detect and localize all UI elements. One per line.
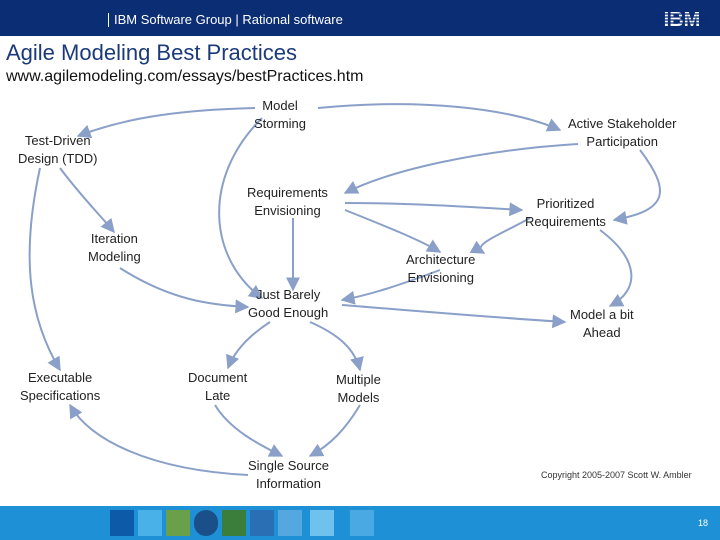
- arrow-storming-to-stakeholder: [318, 104, 560, 130]
- footer-image-tile: [222, 510, 246, 536]
- footer-image-tile: [194, 510, 218, 536]
- footer-image-tile: [138, 510, 162, 536]
- arrow-document-to-singlesource: [215, 405, 282, 456]
- arrow-stakeholder-to-requirements: [345, 144, 578, 193]
- arrow-iteration-to-justbarely: [120, 268, 248, 307]
- arrow-multiple-to-singlesource: [310, 405, 360, 456]
- footer-image-tile: [310, 510, 334, 536]
- arrow-justbarely-to-multiple: [310, 322, 360, 370]
- page-number: 18: [698, 518, 708, 528]
- footer-image-tile: [166, 510, 190, 536]
- footer-bar: 18: [0, 506, 720, 540]
- arrow-justbarely-to-document: [228, 322, 270, 368]
- arrow-tdd-to-iteration: [60, 168, 114, 232]
- arrow-prioritized-to-ahead: [600, 230, 631, 306]
- arrow-tdd-to-executable: [30, 168, 60, 370]
- arrow-requirements-to-architecture: [345, 210, 440, 252]
- arrow-singlesource-to-executable: [70, 405, 248, 475]
- footer-image-tile: [110, 510, 134, 536]
- arrow-storming-to-tdd: [78, 108, 255, 136]
- arrow-justbarely-to-ahead: [342, 305, 565, 322]
- arrow-prioritized-to-architecture: [480, 218, 530, 253]
- footer-image-tile: [278, 510, 302, 536]
- footer-image-tile: [250, 510, 274, 536]
- arrow-stakeholder-to-prioritized: [614, 150, 660, 220]
- arrow-requirements-to-prioritized: [345, 203, 522, 210]
- footer-image-tile: [350, 510, 374, 536]
- copyright-text: Copyright 2005-2007 Scott W. Ambler: [541, 470, 692, 480]
